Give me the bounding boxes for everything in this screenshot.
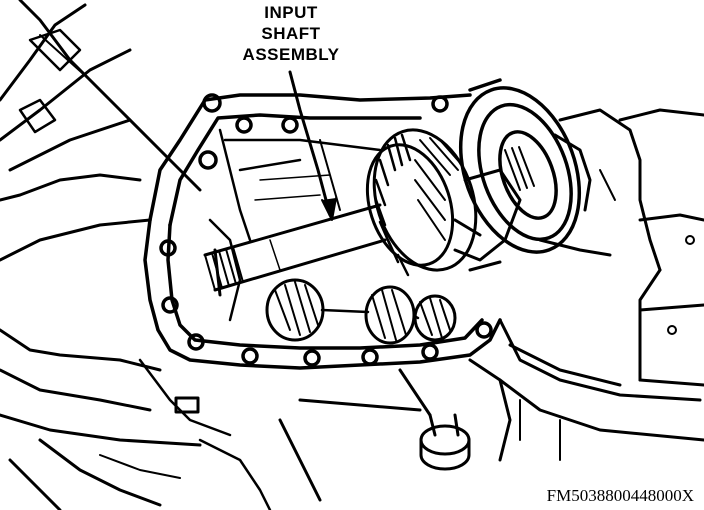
input-shaft [203, 203, 387, 297]
callout-line-2: SHAFT [261, 24, 321, 43]
input-gear-assembly [365, 128, 478, 277]
input-shaft-assembly-label: INPUT SHAFT ASSEMBLY [216, 2, 366, 65]
callout-leader [288, 70, 337, 221]
case-flange [143, 93, 502, 370]
figure-id: FM5038800448000X [546, 486, 694, 505]
countershaft-gear-3 [413, 294, 457, 342]
countershaft-gear-2 [364, 285, 416, 345]
callout-line-3: ASSEMBLY [242, 45, 340, 64]
case-interior [208, 128, 382, 322]
callout-line-1: INPUT [264, 3, 318, 22]
drain-plug [278, 368, 471, 502]
bearing-retainer [458, 78, 582, 254]
right-casing [468, 108, 704, 462]
countershaft-gear-1 [265, 278, 325, 342]
countershaft-gears [265, 278, 457, 345]
hand [453, 108, 662, 272]
transmission-housing [0, 0, 272, 510]
